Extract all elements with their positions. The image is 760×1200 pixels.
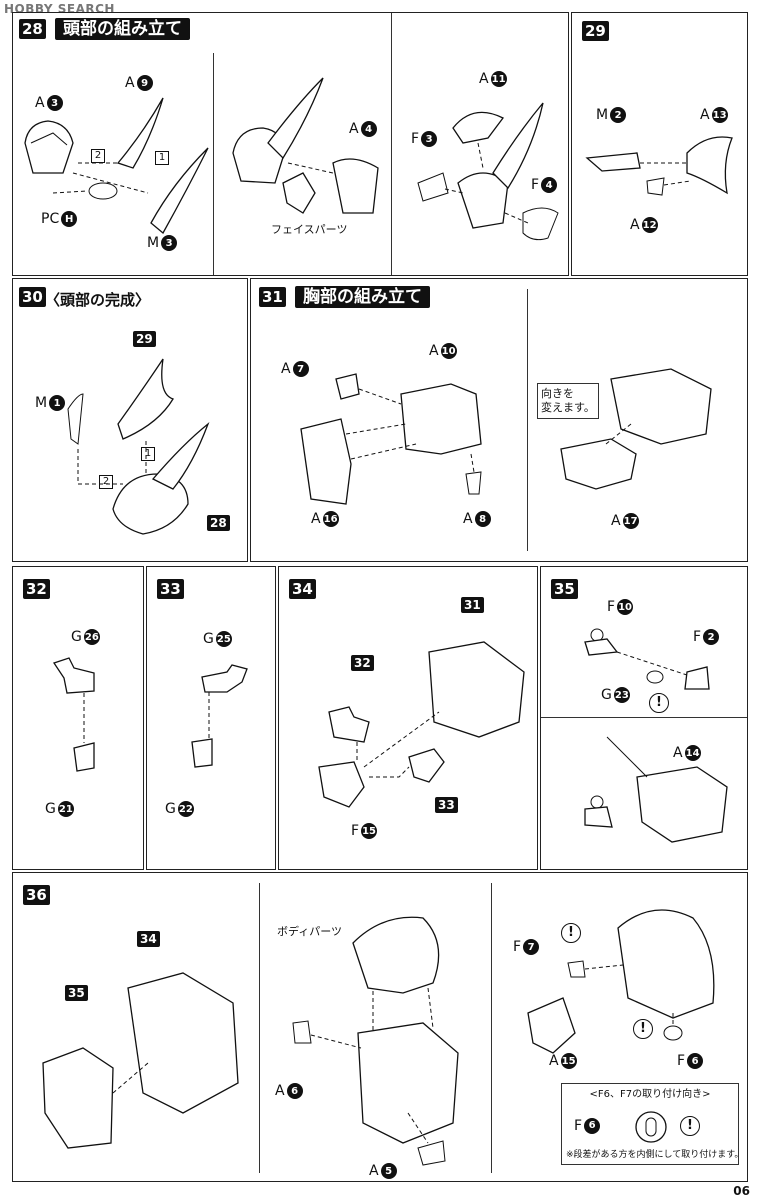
body-join-drawing (42, 972, 239, 1149)
ref-step-35: 35 (65, 985, 88, 1001)
head-assembly-drawing-2 (232, 77, 379, 214)
chest-assembly-drawing-2 (560, 368, 712, 490)
step-32-number: 32 (23, 579, 50, 599)
ref-step-32: 32 (351, 655, 374, 671)
divider (491, 883, 492, 1173)
ref-step-31: 31 (461, 597, 484, 613)
caution-icon: ! (649, 693, 669, 713)
sequence-1: 1 (155, 151, 169, 165)
ref-step-28: 28 (207, 515, 230, 531)
divider (259, 883, 260, 1173)
chest-joint-assembly-drawing (318, 641, 525, 808)
step-29-number: 29 (582, 21, 609, 41)
divider (391, 13, 392, 275)
sequence-1: 1 (141, 447, 155, 461)
f6-ring-icon (635, 1111, 667, 1143)
caution-icon: ! (680, 1116, 700, 1136)
orientation-note: ※段差がある方を内側にして取り付けます。 (566, 1150, 744, 1160)
ref-step-29: 29 (133, 331, 156, 347)
joint-part-drawing (52, 657, 95, 772)
divider (213, 53, 214, 275)
shoulder-assembly-drawing (584, 628, 728, 843)
step-31-number: 31 (259, 287, 286, 307)
head-assembly-drawing-3 (417, 102, 559, 241)
divider (541, 717, 747, 718)
step-28-number: 28 (19, 19, 46, 39)
step-30-title: 〈頭部の完成〉 (45, 291, 151, 309)
step-30-number: 30 (19, 287, 46, 307)
sequence-2: 2 (99, 475, 113, 489)
divider (527, 289, 528, 551)
ref-step-33: 33 (435, 797, 458, 813)
face-parts-label: フェイスパーツ (271, 223, 348, 236)
step-35-number: 35 (551, 579, 578, 599)
head-assembly-drawing-1 (24, 97, 209, 235)
step-36-number: 36 (23, 885, 50, 905)
caution-icon: ! (633, 1019, 653, 1039)
orientation-title: <F6、F7の取り付け向き> (589, 1089, 711, 1100)
chest-assembly-drawing-1 (300, 373, 482, 505)
rotate-callout: 向きを 変えます。 (537, 383, 599, 419)
step-28-title: 頭部の組み立て (55, 18, 190, 40)
step-34-number: 34 (289, 579, 316, 599)
step-33-number: 33 (157, 579, 184, 599)
body-cover-drawing (292, 916, 459, 1166)
head-complete-drawing (67, 358, 210, 535)
step-31-title: 胸部の組み立て (295, 286, 430, 308)
body-parts-label: ボディパーツ (277, 925, 343, 938)
chest-parts-drawing (527, 909, 715, 1054)
ref-step-34: 34 (137, 931, 160, 947)
caution-icon: ! (561, 923, 581, 943)
horn-assembly-drawing (585, 136, 733, 196)
joint-part-drawing (191, 664, 248, 768)
sequence-2: 2 (91, 149, 105, 163)
page-number: 06 (733, 1184, 750, 1198)
